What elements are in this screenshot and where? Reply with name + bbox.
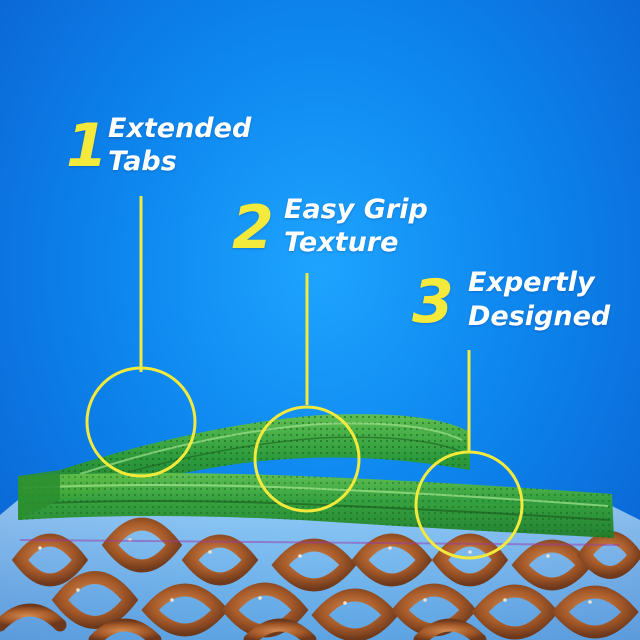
- pretzel-pile: [0, 517, 640, 640]
- grip-texture-circle: [253, 405, 361, 513]
- callout-label-3-line2: Designed: [468, 301, 611, 332]
- callout-label-2-line1: Easy Grip: [284, 194, 428, 225]
- callout-label-3-line1: Expertly: [468, 267, 595, 298]
- seal-design-circle: [414, 450, 524, 560]
- callout-label-1-line1: Extended: [108, 113, 252, 144]
- callout-label-2-line2: Texture: [284, 227, 399, 258]
- callout-number-3: 3: [412, 267, 454, 337]
- callout-number-1: 1: [66, 111, 108, 181]
- callout-number-2: 2: [232, 193, 274, 263]
- tab-highlight-circle: [85, 366, 197, 478]
- callout-label-1-line2: Tabs: [108, 146, 177, 177]
